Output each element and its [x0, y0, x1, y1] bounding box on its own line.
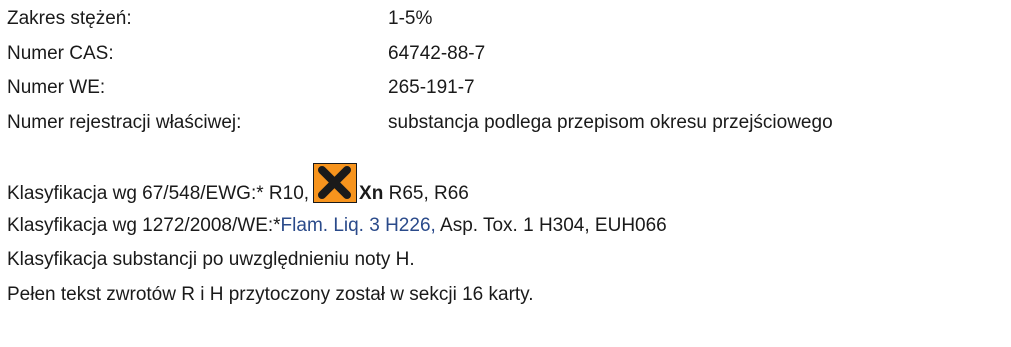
row-ec-number: Numer WE: 265-191-7	[7, 76, 475, 100]
registration-number-value: substancja podlega przepisom okresu prze…	[388, 112, 833, 133]
harmful-cross-icon	[313, 163, 358, 203]
cas-number-label: Numer CAS:	[7, 43, 114, 64]
note-h-text: Klasyfikacja substancji po uwzględnieniu…	[7, 249, 415, 270]
full-text-note-text: Pełen tekst zwrotów R i H przytoczony zo…	[7, 284, 534, 305]
classification-1272-flam-liq: Flam. Liq. 3 H226,	[280, 215, 436, 236]
ec-number-value: 265-191-7	[388, 77, 475, 98]
row-concentration: Zakres stężeń: 1-5%	[7, 7, 432, 31]
classification-1272-asp-tox: Asp. Tox. 1 H304, EUH066	[440, 215, 667, 236]
harmful-cross-icon-graphic	[318, 166, 352, 199]
ec-number-label: Numer WE:	[7, 77, 106, 98]
registration-number-label: Numer rejestracji właściwej:	[7, 112, 242, 133]
classification-1272-line: Klasyfikacja wg 1272/2008/WE:*Flam. Liq.…	[7, 214, 667, 238]
classification-67-548-r10: R10,	[268, 183, 310, 204]
classification-67-548-r-phrases: R65, R66	[388, 183, 469, 204]
cas-number-value: 64742-88-7	[388, 43, 486, 64]
full-text-note-line: Pełen tekst zwrotów R i H przytoczony zo…	[7, 283, 534, 307]
row-cas-number: Numer CAS: 64742-88-7	[7, 42, 485, 66]
classification-67-548-label: Klasyfikacja wg 67/548/EWG:*	[7, 183, 264, 204]
classification-1272-label: Klasyfikacja wg 1272/2008/WE:*	[7, 215, 281, 236]
classification-67-548-line: Klasyfikacja wg 67/548/EWG:* R10, Xn R65,…	[7, 163, 469, 204]
row-registration-number: Numer rejestracji właściwej: substancja p…	[7, 111, 833, 135]
note-h-line: Klasyfikacja substancji po uwzględnieniu…	[7, 248, 415, 272]
classification-67-548-symbol-code: Xn	[359, 183, 384, 204]
concentration-value: 1-5%	[388, 8, 433, 29]
concentration-label: Zakres stężeń:	[7, 8, 132, 29]
